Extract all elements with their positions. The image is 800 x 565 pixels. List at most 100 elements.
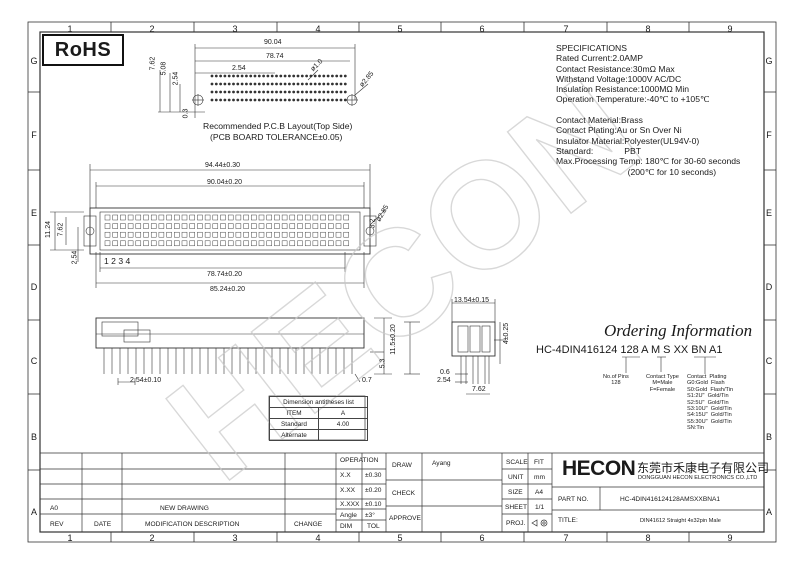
pin-cavity	[297, 214, 303, 221]
side-dim-tail: 5.3	[379, 358, 387, 369]
pin-cavity	[143, 223, 149, 229]
operation-label: OPERATION	[340, 457, 379, 464]
pcb-hole	[262, 74, 265, 78]
pin-cavity	[174, 223, 180, 229]
pcb-hole	[322, 90, 326, 94]
draw-label: DRAW	[392, 462, 412, 469]
pcb-hole	[288, 82, 291, 86]
pcb-hole	[335, 98, 339, 102]
pcb-hole	[223, 90, 227, 94]
pin-cavity	[189, 223, 195, 229]
pcb-hole	[313, 90, 317, 94]
pcb-hole	[262, 82, 265, 86]
pin-cavity	[189, 231, 195, 238]
tolerance-value: ±0.20	[365, 487, 382, 494]
pin-cavity	[343, 240, 349, 247]
pin-cavity	[274, 223, 280, 229]
projection-symbol-icon	[531, 519, 548, 527]
pin-cavity	[335, 231, 342, 238]
part-no-value: HC-4DIN416124128AMSXXBNA1	[620, 496, 721, 503]
size-value: A4	[535, 489, 544, 496]
zone-row-label: F	[766, 130, 772, 140]
spec-line: Withstand Voltage:1000V AC/DC	[556, 73, 682, 84]
zone-row-label: D	[765, 282, 773, 292]
pin-cavity	[150, 223, 157, 229]
pin-cavity	[304, 231, 311, 238]
pin-cavity	[143, 231, 149, 238]
pcb-hole	[227, 90, 231, 94]
pcb-hole	[296, 90, 300, 94]
pin-cavity	[343, 231, 349, 238]
pcb-hole	[300, 82, 304, 86]
tolerance-label: Angle	[340, 512, 357, 519]
spec-line: SPECIFICATIONS	[556, 43, 627, 53]
pcb-hole	[214, 74, 218, 78]
pcb-hole	[266, 82, 270, 86]
pin-cavity	[120, 223, 126, 229]
pin-cavity	[112, 223, 118, 229]
pcb-layout-drawing	[158, 44, 369, 118]
pcb-hole	[296, 74, 300, 78]
zone-row-label: D	[30, 282, 38, 292]
spec-line: Insulator Material:Polyester(UL94V-0)	[556, 135, 700, 146]
end-dim-pitch: 2.54	[437, 377, 451, 384]
draw-name: Ayang	[432, 460, 451, 467]
pcb-hole	[253, 82, 257, 86]
pin-cavity	[227, 240, 234, 247]
zone-column-label: 6	[479, 24, 485, 34]
pin-cavity	[104, 231, 111, 238]
ordering-leaders	[622, 356, 716, 374]
pin-cavity	[281, 223, 288, 229]
company-name-chinese: 东莞市禾康电子有限公司	[637, 461, 770, 475]
pcb-hole	[318, 82, 321, 86]
sheet-label: SHEET	[505, 504, 527, 511]
zone-column-label: 4	[315, 24, 321, 34]
connector-side-view	[95, 317, 392, 385]
pin-cavity	[304, 240, 311, 247]
zone-column-label: 1	[67, 533, 73, 543]
spec-line: (200℃ for 10 seconds)	[556, 166, 717, 177]
pin-cavity	[328, 223, 334, 229]
pcb-dim-rows-c: 2.54	[172, 71, 180, 86]
pcb-hole	[279, 98, 283, 102]
pcb-hole	[253, 90, 257, 94]
pin-cavity	[181, 231, 188, 238]
pcb-hole	[266, 90, 270, 94]
dim-label: DIM	[340, 523, 353, 530]
pin-cavity	[289, 223, 296, 229]
pin-cavity	[266, 214, 272, 221]
pin-cavity	[243, 231, 249, 238]
part-no-label: PART NO.	[558, 496, 589, 503]
pcb-hole	[288, 90, 291, 94]
spec-line	[556, 105, 740, 115]
pcb-dim-pitch: 2.54	[232, 65, 246, 72]
pin-cavity	[104, 223, 111, 229]
pin-cavity	[197, 231, 203, 238]
pcb-hole	[326, 82, 330, 86]
pcb-hole	[210, 82, 214, 86]
pin-cavity	[251, 231, 257, 238]
pin-cavity	[120, 231, 126, 238]
spec-line: Contact Plating:Au or Sn Over Ni	[556, 125, 682, 136]
zone-row-label: G	[30, 56, 38, 66]
rev-a-label: A0	[50, 505, 59, 512]
side-view-pins	[103, 348, 353, 374]
pcb-hole	[326, 74, 330, 78]
pcb-hole	[270, 90, 274, 94]
pcb-hole	[283, 90, 287, 94]
pin-cavity	[174, 240, 180, 247]
pcb-hole	[279, 90, 283, 94]
pin-cavity	[312, 223, 319, 229]
dimension-table-cell: Standard	[269, 418, 319, 430]
title-label: TITLE:	[558, 517, 578, 524]
pin-cavity	[212, 240, 219, 247]
pcb-hole	[275, 82, 278, 86]
pcb-hole	[249, 82, 253, 86]
pcb-hole	[236, 98, 240, 102]
pin-cavity	[328, 231, 334, 238]
rev-a-description: NEW DRAWING	[160, 505, 209, 512]
ordering-legend-pins: No.of Pins 128	[603, 374, 629, 387]
pcb-hole	[279, 74, 283, 78]
pcb-hole	[279, 82, 283, 86]
